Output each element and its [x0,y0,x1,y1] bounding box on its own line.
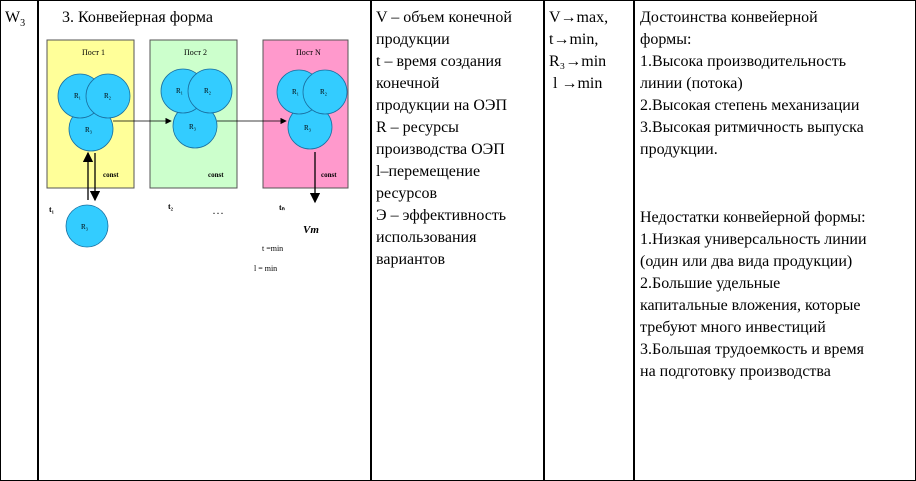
column-divider-3 [543,0,545,481]
post-1-label: Пост 1 [82,48,105,57]
disadvantage-line: требуют много инвестиций [640,319,826,336]
post-1-r2-text: R₂ [104,92,112,100]
table-border-left [0,0,1,481]
advantage-line: продукции. [640,141,718,158]
definition-line: конечной [376,75,440,92]
criterion-line: t→min, [549,31,599,48]
advantage-line: формы: [640,31,692,48]
definition-line: продукции [376,31,450,48]
form-title: 3. Конвейерная форма [62,9,213,26]
definition-line: вариантов [376,251,446,268]
post-2-r3-text: R₃ [189,123,197,131]
criterion-line: l →min [549,75,603,92]
criterion-line: R₃→min [549,53,607,70]
criteria-cell: V→max, t→min, R₃→min l →min [549,7,608,95]
definition-line: R – ресурсы [376,119,459,136]
post-2-r2-text: R₂ [204,87,212,95]
post-n-label: Пост N [296,48,321,57]
post-n-r3-text: R₃ [304,124,312,132]
post-2-label: Пост 2 [184,48,207,57]
definition-line: использования [376,229,477,246]
definition-line: t – время создания [376,53,502,70]
definition-line: l–перемещение [376,163,481,180]
disadvantage-line: 2.Большие удельные [640,275,781,292]
disadvantage-line: на подготовку производства [640,363,831,380]
time-label-1: t₁ [49,205,55,214]
l-min-label: l = min [254,264,277,273]
advantages-block: Достоинства конвейерной формы: 1.Высока … [640,7,864,161]
disadvantage-line: Недостатки конвейерной формы: [640,209,866,226]
t-min-label: t =min [262,244,283,253]
row-label-letter: W [5,9,21,26]
column-divider-2 [370,0,372,481]
post-2-r1-text: R₁ [176,87,183,95]
disadvantage-line: капитальные вложения, которые [640,297,861,314]
post-1-r2-circle [85,73,131,119]
disadvantage-line: 3.Большая трудоемкость и время [640,341,865,358]
reserve-r3-circle [65,204,109,248]
conveyor-diagram: Пост 1 Пост 2 Пост N R₁ R₂ R₃ R₁ R₂ R₃ R… [46,39,349,273]
time-label-2: t₂ [168,202,174,211]
disadvantage-line: (один или два вида продукции) [640,253,853,270]
definition-line: продукции на ОЭП [376,97,508,114]
definition-line: V – объем конечной [376,9,512,26]
table-border-top [0,0,916,1]
post-n-r2-text: R₂ [320,88,328,96]
advantage-line: линии (потока) [640,75,743,92]
criterion-line: V→max, [549,9,609,26]
column-divider-4 [633,0,635,481]
row-label: W3 [5,7,25,35]
ellipsis-dots: . . . [213,207,223,216]
advantage-line: 3.Высокая ритмичность выпуска [640,119,864,136]
post-n-const: const [321,171,337,179]
reserve-r3-text: R₃ [81,223,89,231]
advantage-line: Достоинства конвейерной [640,9,818,26]
post-1-r3-text: R₃ [85,126,93,134]
definition-line: производства ОЭП [376,141,505,158]
time-label-n: tₙ [279,203,285,212]
advantage-line: 1.Высока производительность [640,53,847,70]
advantage-line: 2.Высокая степень механизации [640,97,860,114]
post-n-r2-circle [302,69,348,115]
definitions-cell: V – объем конечной продукции t – время с… [376,7,512,271]
post-2-const: const [208,171,224,179]
row-label-subscript: 3 [20,18,26,30]
definition-line: Э – эффективность [376,207,507,224]
post-1-const: const [103,171,119,179]
post-1-r1-text: R₁ [74,92,81,100]
post-n-r1-text: R₁ [292,88,299,96]
vm-label: Vm [303,224,319,236]
post-2-r2-circle [187,68,233,114]
definition-line: ресурсов [376,185,438,202]
disadvantage-line: 1.Низкая универсальность линии [640,231,867,248]
disadvantages-block: Недостатки конвейерной формы: 1.Низкая у… [640,207,867,383]
column-divider-1 [37,0,39,481]
